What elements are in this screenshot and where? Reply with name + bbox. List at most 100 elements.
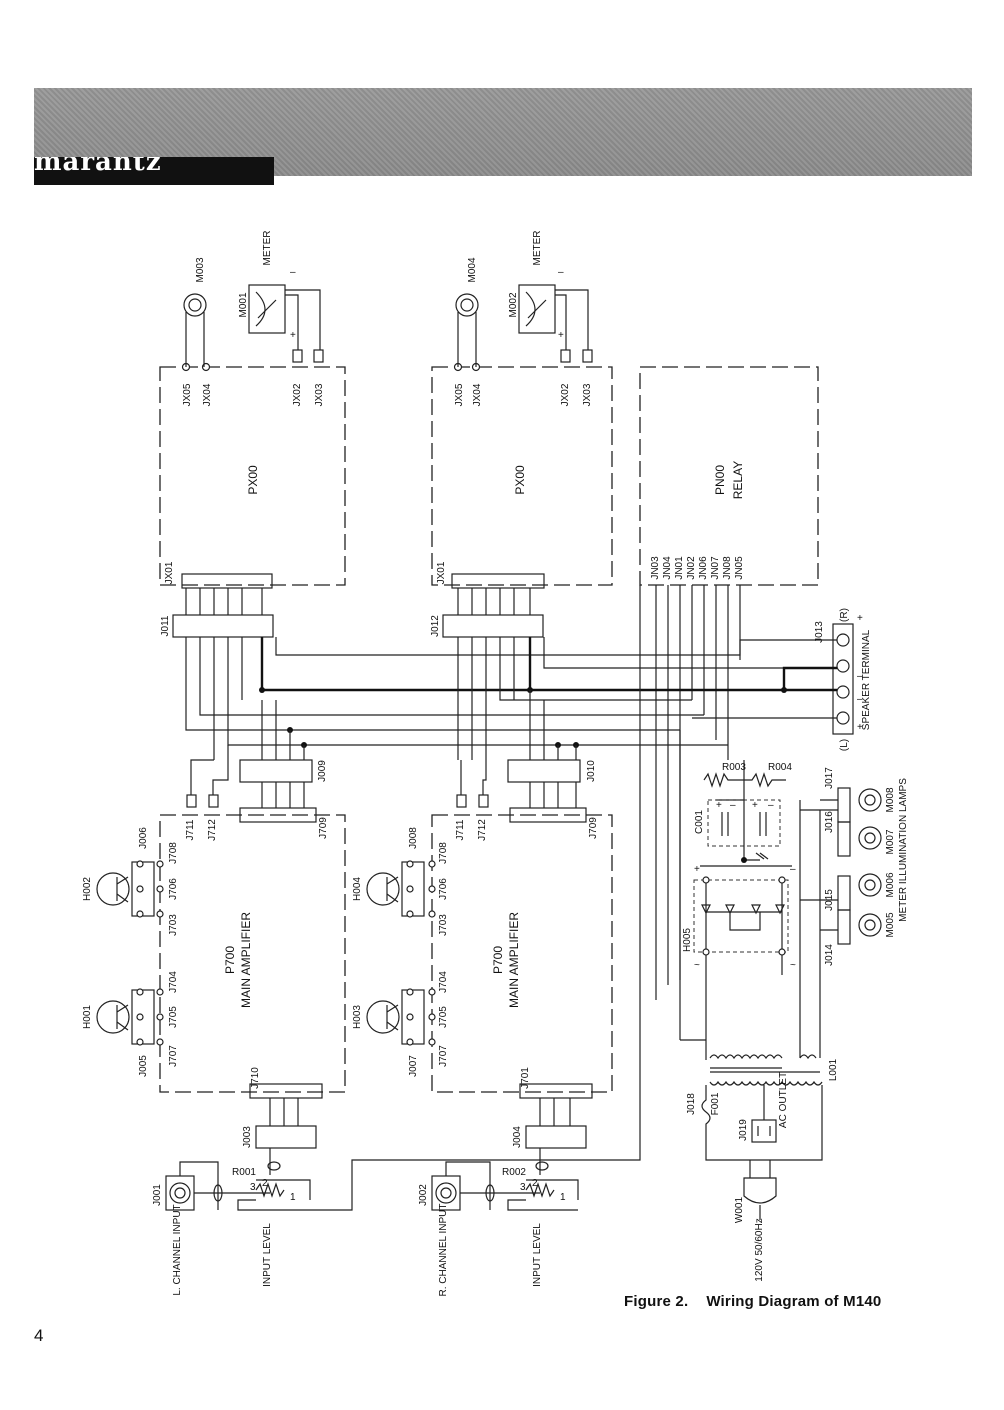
svg-text:JN03: JN03 [650, 556, 661, 580]
svg-text:JN06: JN06 [698, 556, 709, 580]
svg-text:JN07: JN07 [710, 556, 721, 580]
svg-text:J019: J019 [738, 1119, 749, 1141]
svg-text:JX02: JX02 [560, 383, 571, 406]
transistor-h004: H004 J008 [352, 827, 425, 917]
bus-wiring [185, 637, 837, 980]
svg-text:3: 3 [250, 1182, 256, 1193]
svg-text:+: + [752, 800, 758, 811]
svg-text:J014: J014 [824, 944, 835, 966]
power-plug: W001 120V 50/60Hz [734, 1160, 777, 1282]
svg-text:METER: METER [262, 231, 273, 266]
svg-text:J705: J705 [168, 1006, 179, 1028]
svg-text:J009: J009 [317, 760, 328, 782]
svg-text:J712: J712 [207, 819, 218, 841]
svg-text:H005: H005 [682, 928, 693, 952]
svg-text:JX02: JX02 [292, 383, 303, 406]
svg-text:H002: H002 [82, 877, 93, 901]
figure-caption: Figure 2.Wiring Diagram of M140 [624, 1293, 881, 1310]
svg-text:J006: J006 [138, 827, 149, 849]
svg-text:JX05: JX05 [182, 383, 193, 406]
svg-text:120V 50/60Hz: 120V 50/60Hz [754, 1218, 765, 1281]
p700-right-pins: J707 J705 J704 J703 J706 J708 J711 J712 … [406, 817, 599, 1089]
svg-text:J704: J704 [438, 971, 449, 993]
svg-text:MAIN AMPLIFIER: MAIN AMPLIFIER [507, 912, 521, 1008]
svg-text:2: 2 [532, 1178, 538, 1189]
svg-text:METER: METER [532, 231, 543, 266]
svg-text:P700: P700 [491, 946, 505, 974]
svg-text:~: ~ [694, 960, 700, 971]
brand-logo: marantz [34, 157, 274, 185]
svg-text:J001: J001 [152, 1184, 163, 1206]
svg-text:+: + [694, 864, 700, 875]
svg-text:INPUT LEVEL: INPUT LEVEL [262, 1223, 273, 1287]
svg-text:J709: J709 [588, 817, 599, 839]
svg-text:SPEAKER TERMINAL: SPEAKER TERMINAL [861, 629, 872, 730]
svg-text:C001: C001 [694, 810, 705, 834]
meter-m001: +– M001 METER [238, 231, 324, 363]
j010-connector: J010 [507, 690, 597, 823]
svg-text:+: + [558, 330, 564, 341]
svg-text:J707: J707 [168, 1045, 179, 1067]
px00-left-label: PX00 [246, 465, 260, 495]
px00-left-pins: JX05 JX04 JX02 JX03 JX01 [164, 362, 325, 584]
svg-text:+: + [857, 613, 863, 624]
svg-text:2: 2 [262, 1178, 268, 1189]
svg-text:PN00: PN00 [713, 465, 727, 495]
svg-text:JX03: JX03 [314, 383, 325, 406]
svg-text:J013: J013 [814, 621, 825, 643]
svg-text:INPUT LEVEL: INPUT LEVEL [532, 1223, 543, 1287]
fuse-f001: J018 F001 [686, 1085, 823, 1161]
meter-lamps: M005 M006 M007 M008 J014 J015 J016 J017 … [800, 767, 909, 966]
j011-connector: J011 [160, 614, 274, 638]
svg-text:L001: L001 [828, 1058, 839, 1081]
svg-text:–: – [730, 800, 736, 811]
svg-text:JX01: JX01 [436, 561, 447, 584]
svg-text:M008: M008 [885, 787, 896, 812]
svg-text:–: – [857, 694, 863, 705]
svg-text:J011: J011 [160, 615, 171, 636]
j003-connector: J003 [242, 1083, 323, 1149]
svg-text:J711: J711 [185, 819, 196, 840]
p700-right-module: P700 MAIN AMPLIFIER H003 J007 H004 J008 … [352, 690, 613, 1149]
svg-text:J701: J701 [520, 1067, 531, 1089]
svg-text:R004: R004 [768, 762, 792, 773]
svg-text:JX04: JX04 [202, 383, 213, 406]
svg-text:M001: M001 [238, 292, 249, 317]
svg-text:R. CHANNEL INPUT: R. CHANNEL INPUT [438, 1204, 449, 1297]
svg-text:J707: J707 [438, 1045, 449, 1067]
px00-left-module: PX00 JX05 JX04 JX02 JX03 JX01 M003 +– M0… [159, 231, 346, 638]
svg-text:J712: J712 [477, 819, 488, 841]
svg-text:M005: M005 [885, 912, 896, 937]
transformer-l001: L001 [709, 800, 839, 1086]
ac-outlet: J019 AC OUTLET [738, 1072, 789, 1143]
svg-text:H004: H004 [352, 877, 363, 901]
svg-text:J705: J705 [438, 1006, 449, 1028]
svg-text:M007: M007 [885, 829, 896, 854]
svg-text:J008: J008 [408, 827, 419, 849]
svg-text:JN05: JN05 [734, 556, 745, 580]
svg-text:J005: J005 [138, 1055, 149, 1077]
svg-text:MAIN AMPLIFIER: MAIN AMPLIFIER [239, 912, 253, 1008]
lamp-m004: M004 [455, 257, 479, 367]
svg-text:(R): (R) [839, 608, 850, 622]
svg-text:J710: J710 [250, 1067, 261, 1089]
svg-text:P700: P700 [223, 946, 237, 974]
svg-text:–: – [768, 800, 774, 811]
page-number: 4 [34, 1326, 44, 1345]
transistor-h002: H002 J006 [82, 827, 155, 917]
svg-text:3: 3 [520, 1182, 526, 1193]
svg-text:H003: H003 [352, 1005, 363, 1029]
speaker-terminal: J013 SPEAKER TERMINAL (L) (R) +– –+ [814, 608, 872, 751]
svg-text:METER ILLUMINATION LAMPS: METER ILLUMINATION LAMPS [898, 778, 909, 922]
svg-text:W001: W001 [734, 1197, 745, 1224]
svg-text:J002: J002 [418, 1184, 429, 1206]
svg-text:J010: J010 [586, 760, 597, 782]
px00-right-module: PX00 JX05 JX04 JX02 JX03 JX01 M004 +– M0… [430, 231, 613, 638]
svg-text:J704: J704 [168, 971, 179, 993]
svg-text:JN08: JN08 [722, 556, 733, 580]
svg-text:R001: R001 [232, 1167, 256, 1178]
svg-text:–: – [558, 267, 564, 278]
svg-text:J016: J016 [824, 811, 835, 833]
svg-text:J018: J018 [686, 1093, 697, 1115]
transistor-h001: H001 J005 [82, 989, 155, 1077]
